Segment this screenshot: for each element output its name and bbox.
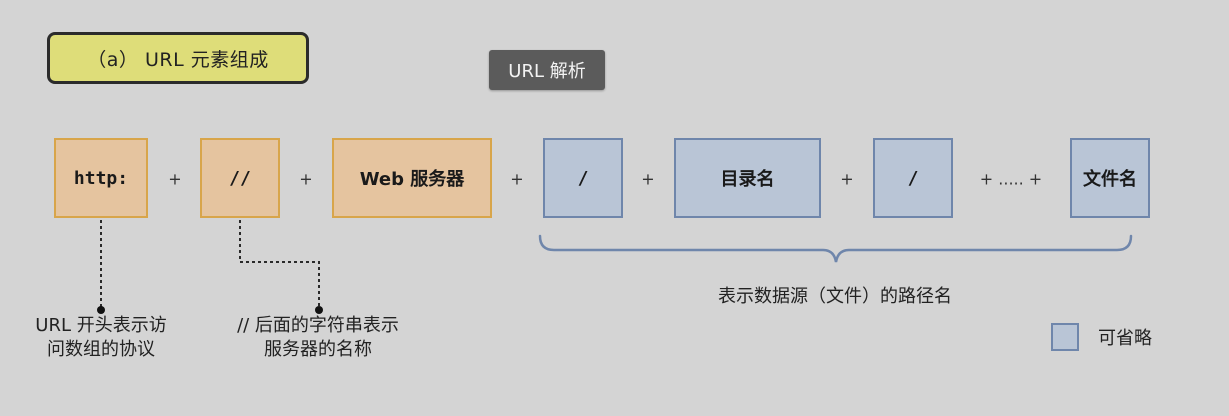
file-label: 文件名	[1083, 169, 1137, 190]
legend-label: 可省略	[1098, 328, 1152, 349]
scheme-annotation-line: URL 开头表示访	[35, 315, 167, 336]
directory-label: 目录名	[720, 169, 775, 190]
scheme-connector-dot	[97, 306, 105, 314]
slashes-label: //	[229, 167, 251, 189]
scheme-label: http:	[73, 167, 129, 189]
slash-label: /	[907, 167, 919, 189]
title-badge: （a） URL 元素组成	[47, 32, 309, 84]
plus-operator: +	[299, 169, 313, 189]
server-label: Web 服务器	[359, 169, 465, 190]
plus-operator: +	[510, 169, 524, 189]
tooltip: URL 解析	[489, 50, 605, 90]
slash-box: /	[543, 138, 623, 218]
scheme-box: http:	[54, 138, 148, 218]
scheme-annotation: URL 开头表示访 问数组的协议	[10, 314, 192, 362]
tooltip-text: URL 解析	[508, 61, 586, 82]
file-box: 文件名	[1070, 138, 1150, 218]
plus-operator: +	[840, 169, 854, 189]
server-box: Web 服务器	[332, 138, 492, 218]
slashes-connector	[239, 220, 320, 310]
plus-operator: +	[168, 169, 182, 189]
path-brace	[538, 234, 1133, 263]
legend-swatch	[1051, 323, 1079, 351]
title-text: （a） URL 元素组成	[87, 48, 269, 71]
slashes-annotation-line: // 后面的字符串表示	[237, 315, 399, 336]
ellipsis-operator: + ..... +	[979, 169, 1043, 189]
scheme-annotation-line: 问数组的协议	[47, 339, 155, 360]
slash-label: /	[577, 167, 589, 189]
directory-box: 目录名	[674, 138, 821, 218]
slash-box: /	[873, 138, 953, 218]
slashes-annotation-line: 服务器的名称	[264, 339, 372, 360]
path-annotation: 表示数据源（文件）的路径名	[718, 286, 952, 307]
slashes-connector-dot	[315, 306, 323, 314]
slashes-box: //	[200, 138, 280, 218]
slashes-annotation: // 后面的字符串表示 服务器的名称	[204, 314, 432, 362]
plus-operator: +	[641, 169, 655, 189]
